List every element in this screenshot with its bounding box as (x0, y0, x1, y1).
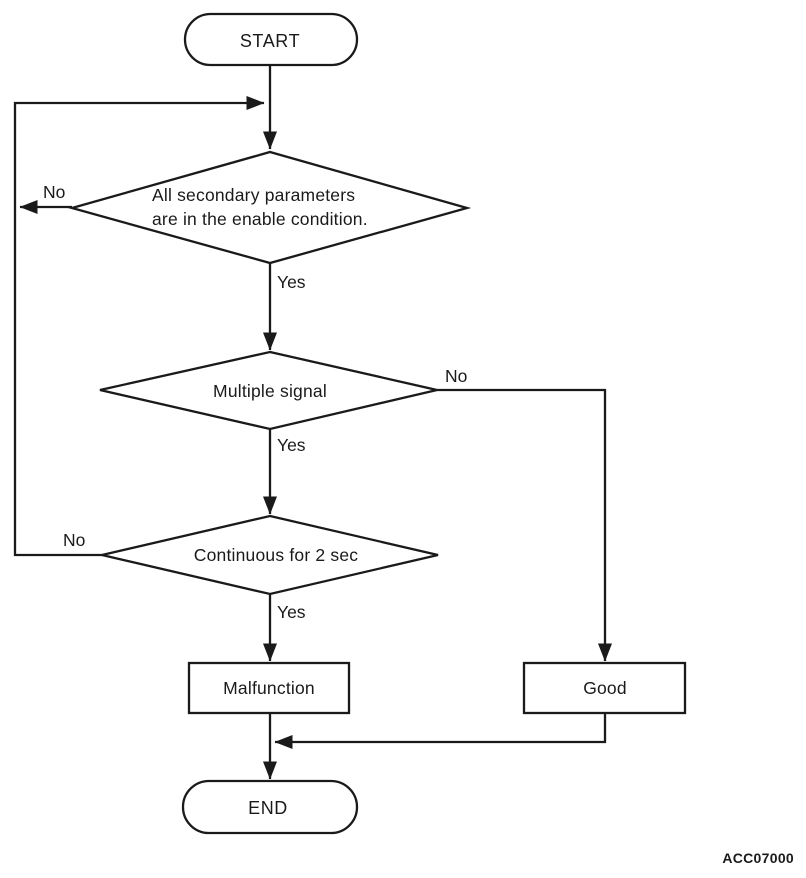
decision1-yes-label: Yes (277, 272, 306, 292)
decision3-no-label: No (63, 530, 85, 550)
malfunction-box-shape (187, 661, 351, 715)
flow-edges (13, 65, 612, 780)
figure-code: ACC07000 (722, 850, 794, 866)
malfunction-label: Malfunction (223, 678, 315, 698)
end-label: END (248, 798, 288, 818)
good-label: Good (583, 678, 627, 698)
decision3-label: Continuous for 2 sec (194, 545, 359, 565)
end-terminal-shape (181, 779, 359, 835)
edge-decision2-no (437, 388, 612, 662)
node-decision1: All secondary parameters are in the enab… (67, 150, 472, 265)
start-terminal-shape (183, 12, 359, 67)
decision1-diamond-shape (67, 150, 472, 265)
node-start: START (183, 12, 359, 67)
decision2-label: Multiple signal (213, 381, 327, 401)
decision1-label-line1: All secondary parameters (152, 185, 355, 205)
decision2-no-label: No (445, 366, 467, 386)
node-good: Good (522, 661, 687, 715)
edge-good-to-merge (274, 713, 607, 749)
good-box-shape (522, 661, 687, 715)
node-end: END (181, 779, 359, 835)
decision3-diamond-shape (101, 514, 439, 596)
edge-labels: No Yes No Yes No Yes (43, 182, 467, 622)
start-label: START (240, 31, 300, 51)
decision1-no-label: No (43, 182, 65, 202)
node-malfunction: Malfunction (187, 661, 351, 715)
decision2-diamond-shape (99, 350, 438, 431)
edge-loopback-left-rail (13, 96, 265, 557)
node-decision3: Continuous for 2 sec (101, 514, 439, 596)
node-decision2: Multiple signal (99, 350, 438, 431)
decision1-label-line2: are in the enable condition. (152, 209, 368, 229)
decision3-yes-label: Yes (277, 602, 306, 622)
decision2-yes-label: Yes (277, 435, 306, 455)
